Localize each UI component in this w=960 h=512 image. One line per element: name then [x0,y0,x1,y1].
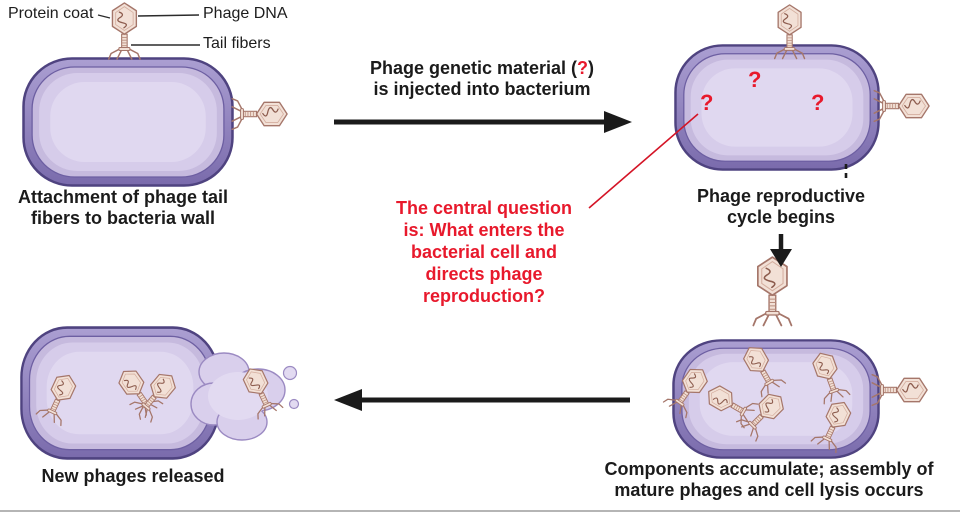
phage-attached-top [108,2,141,60]
assembly-caption-line2: mature phages and cell lysis occurs [614,480,924,500]
phage-free [752,256,793,327]
injection-question-mark: ? [577,58,589,78]
flow-arrows [334,111,848,411]
injection-caption-line1: Phage genetic material (?) [332,58,632,79]
arrow-left-head [334,389,362,411]
central-question-line: is: What enters the [403,220,565,240]
protein-coat-pointer-line [97,14,111,19]
attachment-caption-line2: fibers to bacteria wall [30,208,216,228]
release-caption: New phages released [8,466,258,487]
injection-caption: Phage genetic material (?) is injected i… [332,58,632,100]
phage-dna-label: Phage DNA [203,5,288,22]
label-pointer-lines [97,14,200,46]
phage-dna-pointer-line [137,14,200,17]
assembly-caption-line1: Components accumulate; assembly of [604,459,934,479]
attachment-caption-line1: Attachment of phage tail [17,187,228,207]
question-pointer-line [588,113,699,209]
phage-attaching-outside [871,373,928,407]
phage-empty-side [873,89,930,123]
central-question: The central question is: What enters the… [376,197,592,307]
central-question-line: directs phage [425,264,543,284]
assembly-caption: Components accumulate; assembly of matur… [578,459,960,501]
central-question-line: reproduction? [423,286,545,306]
protein-coat-label: Protein coat [8,5,94,22]
injection-caption-line2: is injected into bacterium [373,79,591,99]
arrow-down-head [770,249,792,267]
question-mark-3: ? [811,90,825,115]
bacterium-attachment [22,57,234,187]
attachment-caption: Attachment of phage tail fibers to bacte… [0,187,246,229]
central-question-line: bacterial cell and [410,242,558,262]
question-mark-1: ? [700,90,714,115]
release-caption-line: New phages released [41,466,225,486]
injection-text-post: ) [588,58,595,78]
bottom-border [0,510,960,512]
cycle-caption-line1: Phage reproductive [696,186,866,206]
question-mark-2: ? [748,67,762,92]
phage-attached-side [231,97,288,131]
arrow-right-head [604,111,632,133]
injection-text-pre: Phage genetic material ( [369,58,578,78]
tail-fibers-label: Tail fibers [203,35,271,52]
central-question-line: The central question [395,198,573,218]
cycle-caption: Phage reproductive cycle begins [658,186,904,228]
bacterium-lysed [20,326,220,460]
cycle-caption-line2: cycle begins [726,207,836,227]
